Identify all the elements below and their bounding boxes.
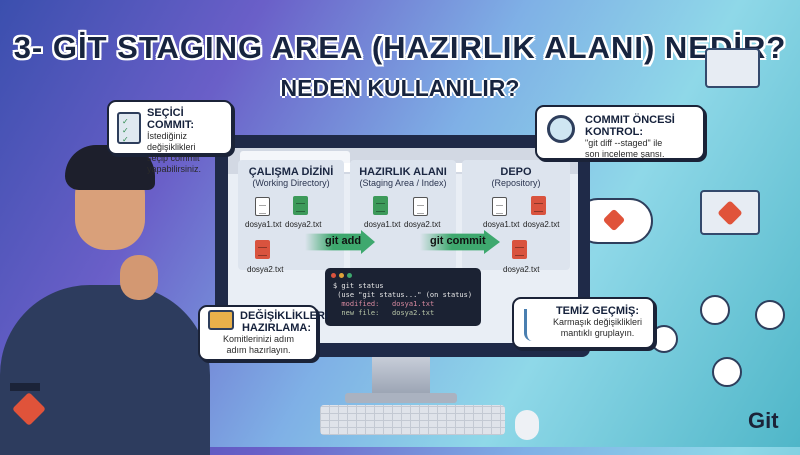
user-avatar-icon	[755, 300, 785, 330]
callout-title: DEĞİŞİKLİKLERİ	[240, 310, 329, 322]
file-icon	[293, 196, 308, 215]
column-heading: DEPO	[500, 166, 532, 178]
file-icon	[373, 196, 388, 215]
column-heading: ÇALIŞMA DİZİNİ	[248, 166, 334, 178]
callout-commit-review: COMMIT ÖNCESİ KONTROL: "git diff --stage…	[535, 105, 705, 160]
branch-icon	[524, 309, 538, 341]
terminal-label: new file:	[333, 309, 380, 317]
magnifier-icon	[547, 115, 575, 143]
column-subtitle: (Repository)	[491, 178, 541, 188]
file-label: dosya1.txt	[245, 220, 282, 229]
person-body	[0, 285, 210, 455]
callout-clean-history: TEMİZ GEÇMİŞ: Karmaşık değişiklikleri ma…	[512, 297, 655, 349]
git-add-arrow: git add	[305, 230, 375, 254]
callout-text: Karmaşık değişiklikleri	[552, 317, 643, 327]
callout-title: SEÇİCİ COMMIT:	[147, 107, 195, 131]
terminal-line: (use "git status..." (on status)	[333, 291, 473, 299]
git-logo-text: Git	[748, 408, 779, 433]
column-staging-area: HAZIRLIK ALANI (Staging Area / Index)	[350, 160, 456, 270]
user-avatar-icon	[712, 357, 742, 387]
terminal-file: dosya1.txt	[392, 300, 435, 308]
file-label: dosya1.txt	[364, 220, 401, 229]
mouse	[515, 410, 539, 440]
file-icon	[512, 240, 527, 259]
terminal-file: dosya2.txt	[392, 309, 435, 317]
callout-selective-commit: ✓✓✓ SEÇİCİ COMMIT: İstediğiniz değişikli…	[107, 100, 233, 174]
callout-title: COMMIT ÖNCESİ KONTROL:	[585, 114, 675, 138]
callout-text: İstediğiniz değişiklikleri	[147, 131, 196, 152]
user-avatar-icon	[700, 295, 730, 325]
file-icon	[255, 240, 270, 259]
file-label: dosya1.txt	[483, 220, 520, 229]
checklist-icon: ✓✓✓	[117, 112, 141, 144]
column-subtitle: (Working Directory)	[252, 178, 330, 188]
git-server-icon	[700, 190, 760, 235]
book-server-icon	[705, 48, 760, 88]
file-label: dosya2.txt	[503, 265, 540, 274]
file-icon	[413, 197, 428, 216]
callout-prepare-changes: DEĞİŞİKLİKLERİ HAZIRLAMA: Komitlerinizi …	[198, 305, 329, 361]
monitor-button	[395, 343, 407, 355]
callout-text: adım hazırlayın.	[226, 345, 291, 355]
file-label: dosya2.txt	[285, 220, 322, 229]
file-label: dosya2.txt	[523, 220, 560, 229]
callout-text: Komitlerinizi adım	[222, 334, 295, 344]
file-label: dosya2.txt	[247, 265, 284, 274]
terminal-label: modified:	[333, 300, 380, 308]
callout-text: son inceleme şansı.	[585, 149, 665, 159]
callout-title: TEMİZ GEÇMİŞ:	[555, 305, 640, 317]
title-line2: NEDEN KULLANILIR?	[280, 75, 520, 101]
callout-text: "git diff --staged" ile	[585, 138, 663, 148]
monitor-base	[345, 393, 457, 403]
callout-title: HAZIRLAMA:	[241, 322, 312, 334]
terminal-line: $ git status	[333, 282, 384, 290]
title-line1: 3- GİT STAGING AREA (HAZIRLIK ALANI) NED…	[13, 30, 787, 65]
callout-text: mantıklı gruplayın.	[560, 328, 635, 338]
callout-text: seçip commit yapabilirsiniz.	[147, 153, 202, 174]
column-subtitle: (Staging Area / Index)	[359, 178, 447, 188]
file-icon	[531, 196, 546, 215]
terminal-window: $ git status (use "git status..." (on st…	[325, 268, 481, 326]
graduation-cap-icon	[10, 383, 40, 391]
column-working-directory: ÇALIŞMA DİZİNİ (Working Directory)	[238, 160, 344, 270]
person-hand	[120, 255, 158, 300]
file-icon	[255, 197, 270, 216]
column-heading: HAZIRLIK ALANI	[359, 166, 447, 178]
monitor-stand	[372, 357, 430, 395]
file-label: dosya2.txt	[404, 220, 441, 229]
git-commit-arrow: git commit	[420, 230, 500, 254]
keyboard	[320, 405, 505, 435]
file-icon	[492, 197, 507, 216]
folder-check-icon	[208, 310, 234, 330]
